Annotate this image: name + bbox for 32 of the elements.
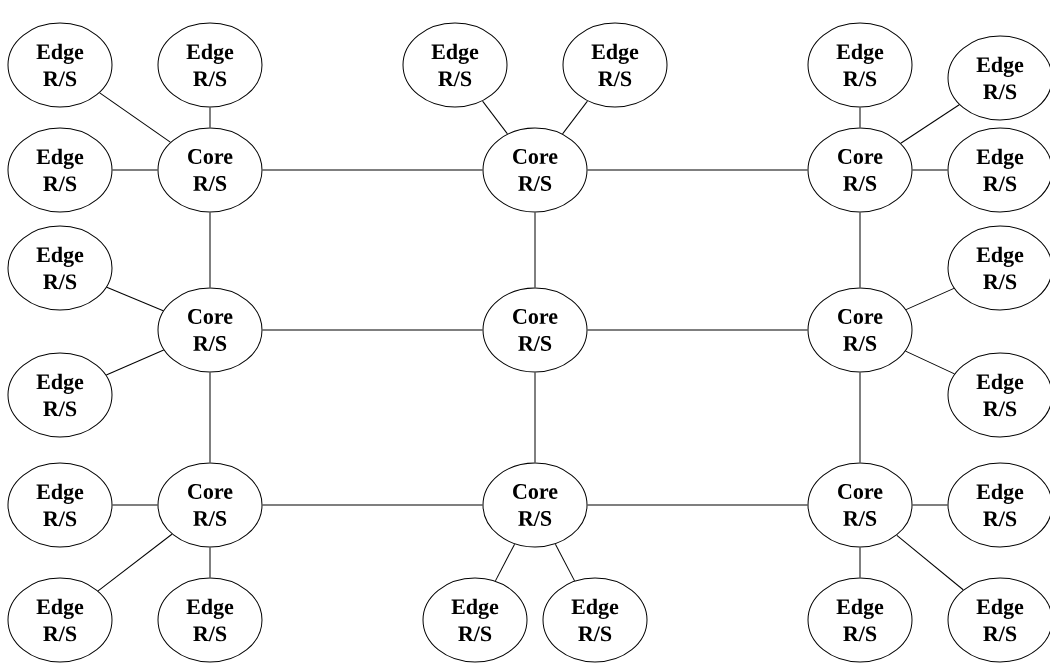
connector-line — [896, 534, 964, 591]
connector-line — [112, 169, 158, 171]
connector-line — [859, 107, 861, 128]
connector-line — [209, 107, 211, 128]
connector-line — [209, 547, 211, 578]
connector-line — [554, 543, 576, 582]
connector-line — [905, 350, 955, 375]
connector-line — [106, 286, 164, 312]
connector-line — [262, 169, 483, 171]
connector-line — [534, 212, 536, 288]
connector-line — [912, 169, 948, 171]
connector-line — [99, 92, 171, 143]
connector-line — [262, 329, 483, 331]
connector-line — [859, 547, 861, 578]
connector-line — [900, 104, 960, 144]
connector-line — [262, 504, 483, 506]
connector-line — [859, 212, 861, 288]
connector-line — [482, 100, 508, 135]
connector-line — [97, 533, 173, 592]
connector-line — [587, 504, 808, 506]
connector-line — [905, 287, 955, 311]
connector-line — [562, 100, 588, 135]
connector-line — [534, 372, 536, 463]
connector-line — [105, 349, 165, 376]
connector-line — [859, 372, 861, 463]
connector-line — [494, 543, 516, 582]
connector-line — [209, 212, 211, 288]
connector-line — [587, 329, 808, 331]
connector-line — [209, 372, 211, 463]
connector-line — [587, 169, 808, 171]
connector-line — [112, 504, 158, 506]
connector-line — [912, 504, 948, 506]
